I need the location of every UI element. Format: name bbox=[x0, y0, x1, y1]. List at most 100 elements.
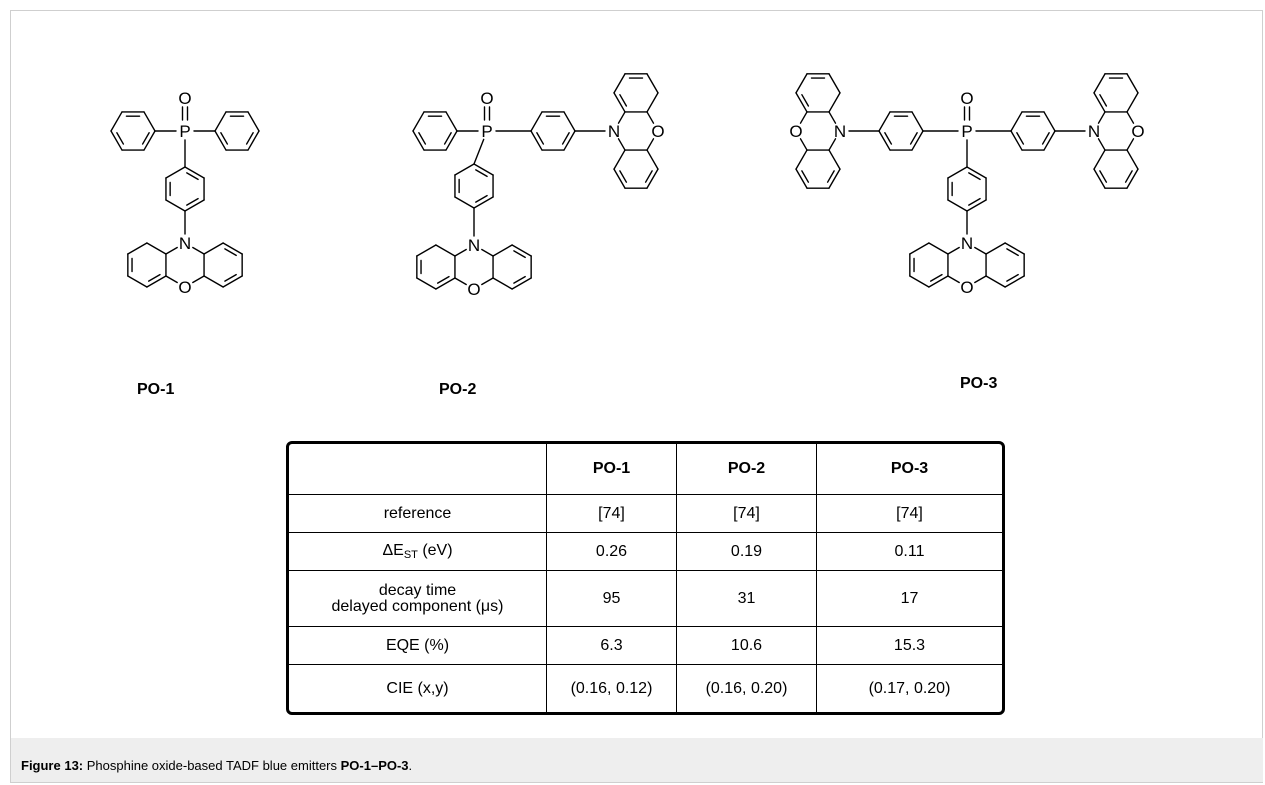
ring-bond bbox=[445, 130, 458, 151]
table-cell: [74] bbox=[547, 495, 677, 533]
oxygen-atom: O bbox=[960, 89, 973, 108]
ring-bond bbox=[435, 244, 456, 257]
ring-inner-bond bbox=[619, 93, 628, 107]
ring-bond bbox=[646, 168, 659, 189]
caption-prefix: Figure 13: bbox=[21, 758, 84, 773]
oxygen-atom: O bbox=[1131, 122, 1144, 141]
ring-bond bbox=[530, 130, 543, 151]
ring-bond bbox=[795, 92, 808, 113]
ring-bond bbox=[795, 149, 808, 170]
bond bbox=[974, 246, 987, 255]
ring-bond bbox=[878, 130, 891, 151]
ring-bond bbox=[878, 111, 891, 132]
properties-table: PO-1 PO-2 PO-3 reference [74] [74] [74] … bbox=[286, 441, 1005, 715]
table-corner-cell bbox=[289, 444, 547, 495]
ring-bond bbox=[416, 277, 437, 290]
ring-inner-bond bbox=[220, 132, 229, 145]
ring-bond bbox=[911, 111, 924, 132]
nitrogen-atom: N bbox=[179, 234, 191, 253]
nitrogen-atom: N bbox=[961, 234, 973, 253]
bond bbox=[192, 246, 205, 255]
bond bbox=[473, 138, 485, 165]
ring-bond bbox=[613, 92, 626, 113]
row-label-eqe: EQE (%) bbox=[289, 627, 547, 665]
table-cell: 15.3 bbox=[817, 627, 1002, 665]
nitrogen-atom: N bbox=[1088, 122, 1100, 141]
ring-bond bbox=[214, 130, 227, 151]
table-cell: [74] bbox=[677, 495, 817, 533]
nitrogen-atom: N bbox=[608, 122, 620, 141]
table-cell: 0.19 bbox=[677, 533, 817, 571]
table-row: ΔEST (eV) 0.26 0.19 0.11 bbox=[289, 533, 1002, 571]
ring-inner-bond bbox=[536, 132, 545, 145]
ring-inner-bond bbox=[224, 273, 237, 282]
ring-bond bbox=[454, 163, 475, 176]
ring-bond bbox=[646, 73, 659, 94]
ring-bond bbox=[165, 166, 186, 179]
ring-bond bbox=[247, 130, 260, 151]
ring-inner-bond bbox=[1016, 132, 1025, 145]
bond bbox=[617, 111, 626, 124]
ring-bond bbox=[412, 130, 425, 151]
ring-bond bbox=[795, 168, 808, 189]
table-cell: (0.17, 0.20) bbox=[868, 679, 951, 697]
row-label-cie: CIE (x,y) bbox=[289, 665, 547, 712]
ring-bond bbox=[563, 111, 576, 132]
ring-bond bbox=[454, 196, 475, 209]
ring-inner-bond bbox=[1099, 93, 1108, 107]
bond bbox=[646, 138, 655, 151]
ring-bond bbox=[1093, 73, 1106, 94]
column-header-po-1: PO-1 bbox=[547, 444, 677, 495]
table-row: EQE (%) 6.3 10.6 15.3 bbox=[289, 627, 1002, 665]
bond bbox=[481, 248, 494, 257]
table-cell: 31 bbox=[677, 571, 817, 627]
bond bbox=[828, 138, 837, 151]
table-cell: (0.16, 0.20) bbox=[677, 665, 817, 712]
table-cell: 0.11 bbox=[817, 533, 1002, 571]
ring-inner-bond bbox=[186, 197, 199, 206]
bond bbox=[1126, 138, 1135, 151]
ring-bond bbox=[947, 166, 968, 179]
ring-bond bbox=[184, 166, 205, 179]
bond bbox=[192, 275, 205, 284]
ring-bond bbox=[1004, 275, 1025, 288]
table-row: CIE (x,y) (0.16, 0.12) (0.16, 0.20) (0.1… bbox=[289, 665, 1002, 712]
table-cell: 95 bbox=[547, 571, 677, 627]
ring-inner-bond bbox=[801, 93, 810, 107]
ring-bond bbox=[1043, 111, 1056, 132]
ring-inner-bond bbox=[1099, 170, 1108, 183]
ring-bond bbox=[110, 111, 123, 132]
ring-bond bbox=[646, 92, 659, 113]
ring-inner-bond bbox=[224, 248, 237, 257]
oxygen-atom: O bbox=[651, 122, 664, 141]
ring-bond bbox=[1126, 73, 1139, 94]
ring-bond bbox=[1093, 92, 1106, 113]
oxygen-atom: O bbox=[178, 89, 191, 108]
ring-bond bbox=[1126, 168, 1139, 189]
ring-inner-bond bbox=[475, 194, 488, 203]
ring-bond bbox=[222, 242, 243, 255]
ring-bond bbox=[146, 242, 167, 255]
ring-inner-bond bbox=[561, 132, 570, 145]
table-cell: 6.3 bbox=[547, 627, 677, 665]
ring-bond bbox=[127, 275, 148, 288]
ring-bond bbox=[214, 111, 227, 132]
row-label-delta-est: ΔEST (eV) bbox=[289, 533, 547, 571]
bond bbox=[454, 277, 467, 286]
ring-bond bbox=[146, 275, 167, 288]
table-cell: [74] bbox=[817, 495, 1002, 533]
ring-bond bbox=[1004, 242, 1025, 255]
ring-bond bbox=[928, 242, 949, 255]
ring-bond bbox=[828, 73, 841, 94]
ring-bond bbox=[143, 130, 156, 151]
ring-bond bbox=[909, 242, 930, 255]
ring-inner-bond bbox=[513, 250, 526, 259]
ring-inner-bond bbox=[475, 169, 488, 178]
table-header-row: PO-1 PO-2 PO-3 bbox=[289, 444, 1002, 495]
bond bbox=[617, 138, 626, 151]
oxygen-atom: O bbox=[178, 278, 191, 297]
ring-inner-bond bbox=[826, 170, 835, 183]
ring-bond bbox=[795, 73, 808, 94]
